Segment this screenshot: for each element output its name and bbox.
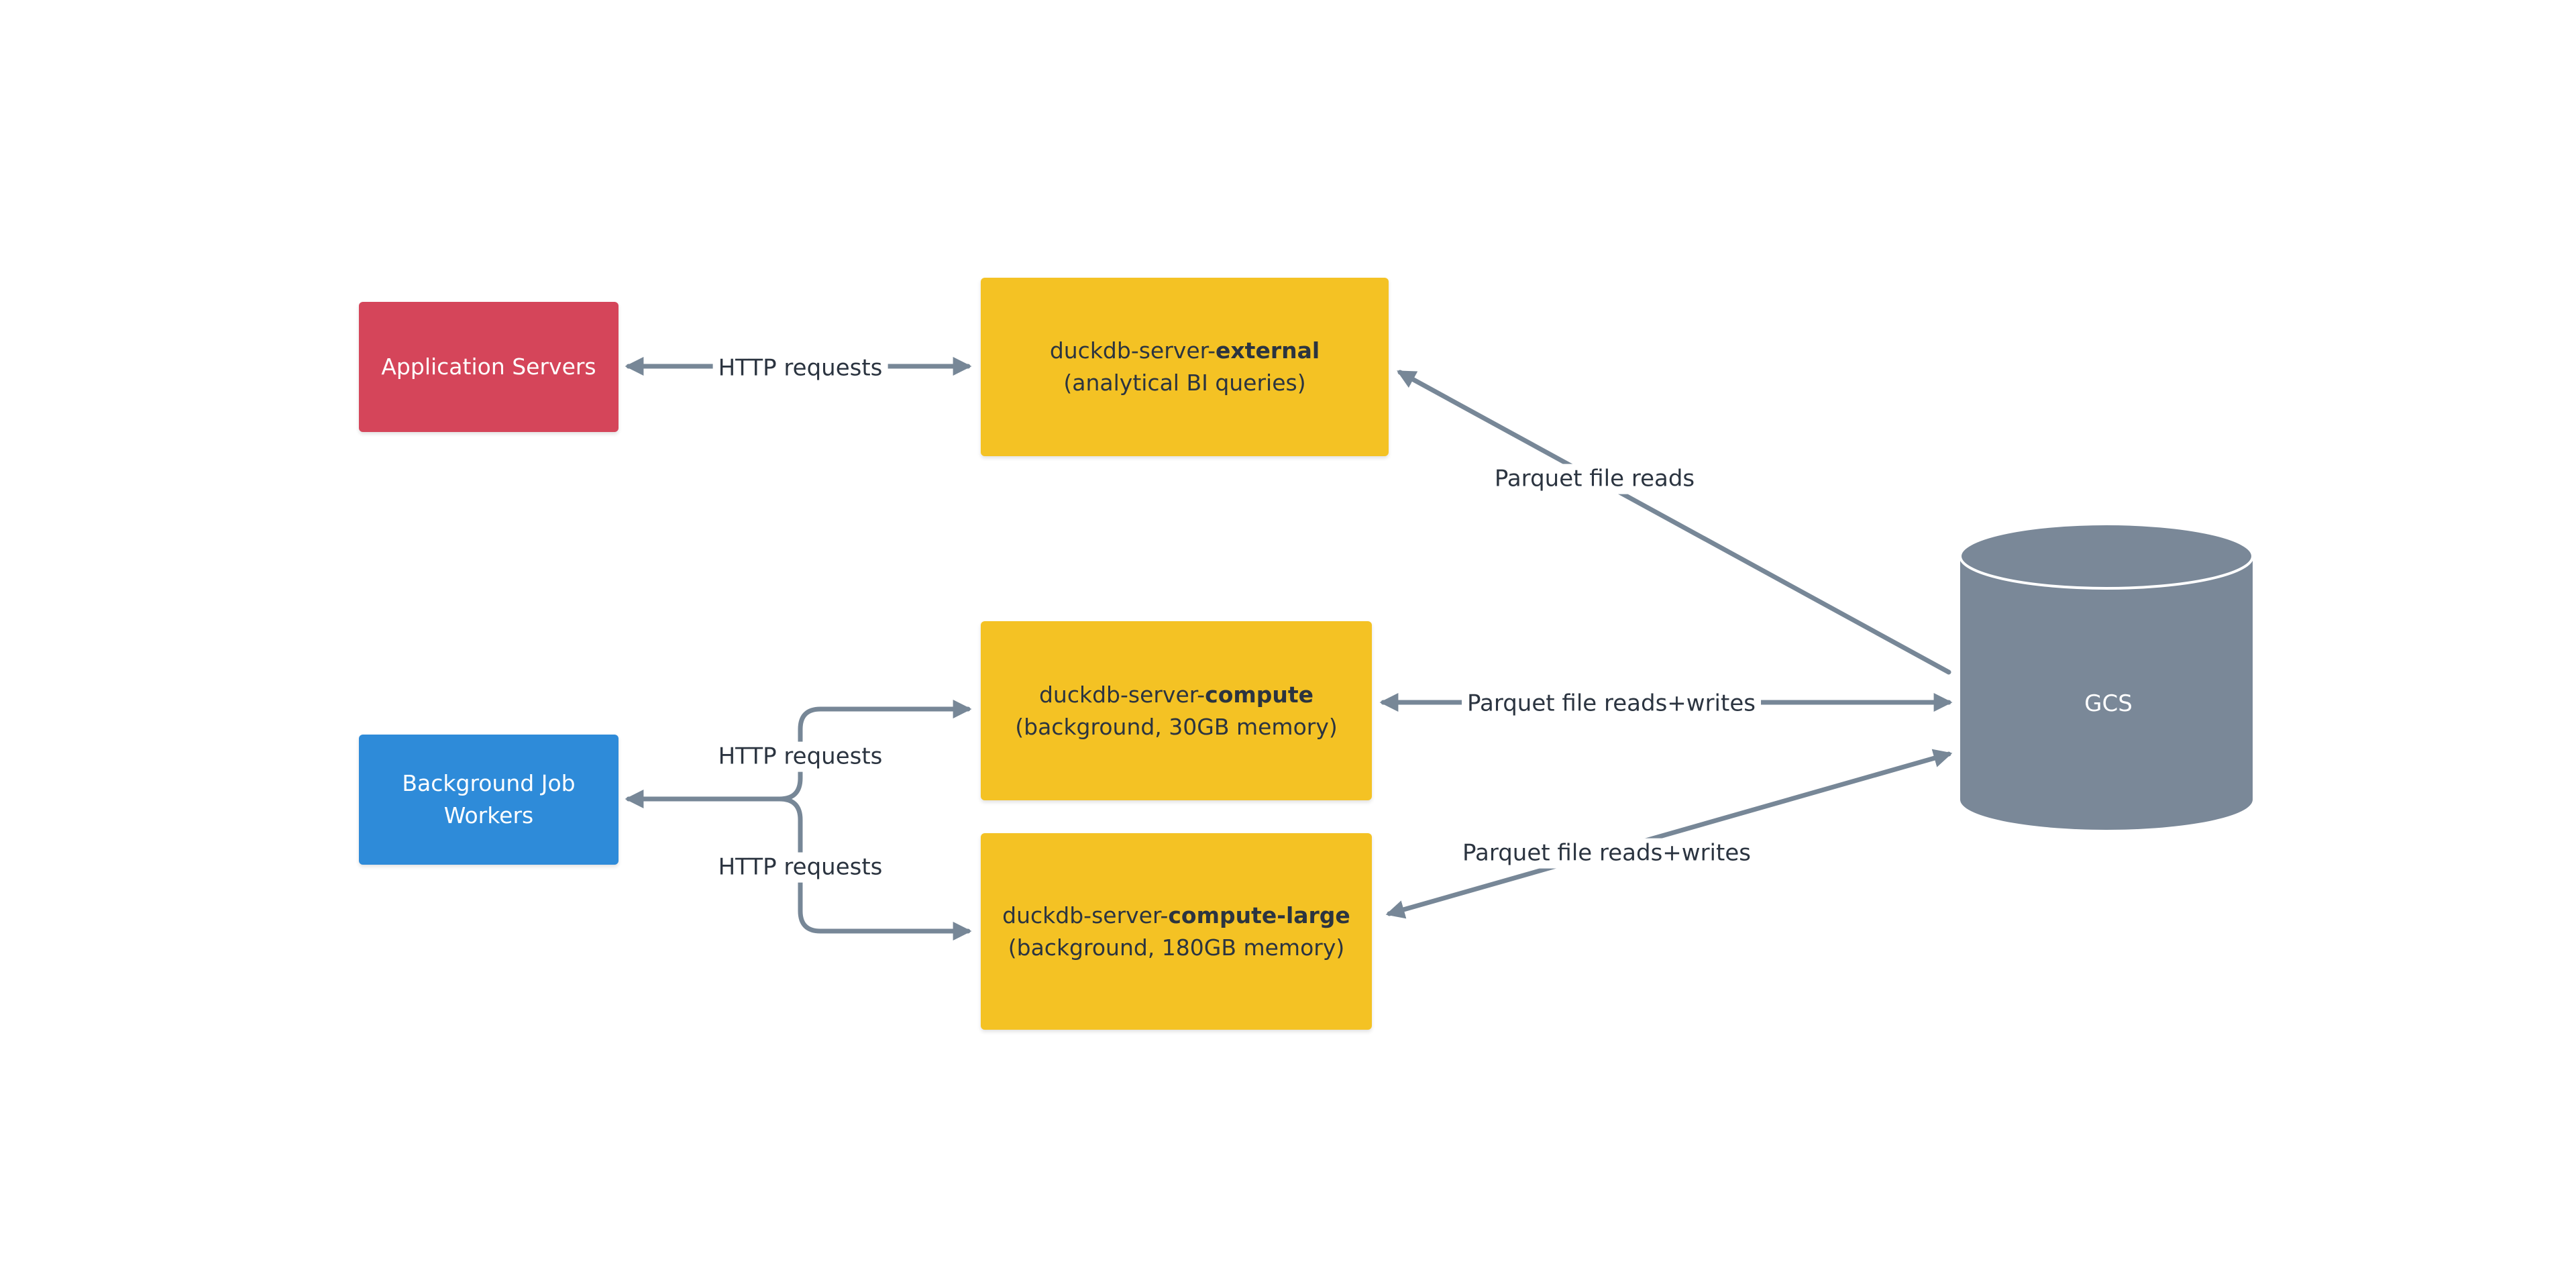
duckdb-external-prefix: duckdb-server- xyxy=(1049,337,1216,364)
duckdb-external-subtitle: (analytical BI queries) xyxy=(1063,370,1306,396)
duckdb-compute-prefix: duckdb-server- xyxy=(1038,681,1205,708)
edge-label-http-compute: HTTP requests xyxy=(712,741,888,772)
edge-http-workers-compute xyxy=(777,700,972,802)
workers-label-line1: Background Job xyxy=(402,770,576,797)
edge-parquet-gcs-compute-large xyxy=(1385,749,1953,919)
application-servers-label: Application Servers xyxy=(381,354,596,380)
duckdb-compute-bold: compute xyxy=(1205,681,1314,708)
application-servers-node: Application Servers xyxy=(359,302,619,432)
edge-parquet-gcs-external xyxy=(1397,370,1951,675)
background-job-workers-node: Background Job Workers xyxy=(359,735,619,865)
duckdb-compute-large-subtitle: (background, 180GB memory) xyxy=(1008,934,1345,961)
duckdb-compute-subtitle: (background, 30GB memory) xyxy=(1015,713,1338,740)
duckdb-compute-large-prefix: duckdb-server- xyxy=(1002,902,1169,928)
duckdb-server-external-node: duckdb-server-external (analytical BI qu… xyxy=(981,278,1389,456)
edge-label-http-app: HTTP requests xyxy=(712,353,888,384)
duckdb-compute-large-bold: compute-large xyxy=(1168,902,1350,928)
edge-label-parquet-compute-large: Parquet file reads+writes xyxy=(1457,838,1756,869)
duckdb-external-title: duckdb-server-external xyxy=(1050,335,1320,367)
gcs-label: GCS xyxy=(2084,690,2133,717)
edge-http-workers-compute-large xyxy=(777,796,972,941)
edge-label-parquet-compute: Parquet file reads+writes xyxy=(1462,688,1761,719)
duckdb-server-compute-large-node: duckdb-server-compute-large (background,… xyxy=(981,833,1372,1030)
duckdb-compute-large-title: duckdb-server-compute-large xyxy=(1002,900,1350,932)
duckdb-compute-title: duckdb-server-compute xyxy=(1039,679,1313,711)
edge-label-http-compute-large: HTTP requests xyxy=(712,852,888,883)
duckdb-server-compute-node: duckdb-server-compute (background, 30GB … xyxy=(981,621,1372,800)
edge-label-parquet-external: Parquet file reads xyxy=(1489,464,1701,494)
gcs-cylinder xyxy=(1959,523,2254,830)
duckdb-external-bold: external xyxy=(1216,337,1320,364)
workers-label-line2: Workers xyxy=(443,802,534,828)
